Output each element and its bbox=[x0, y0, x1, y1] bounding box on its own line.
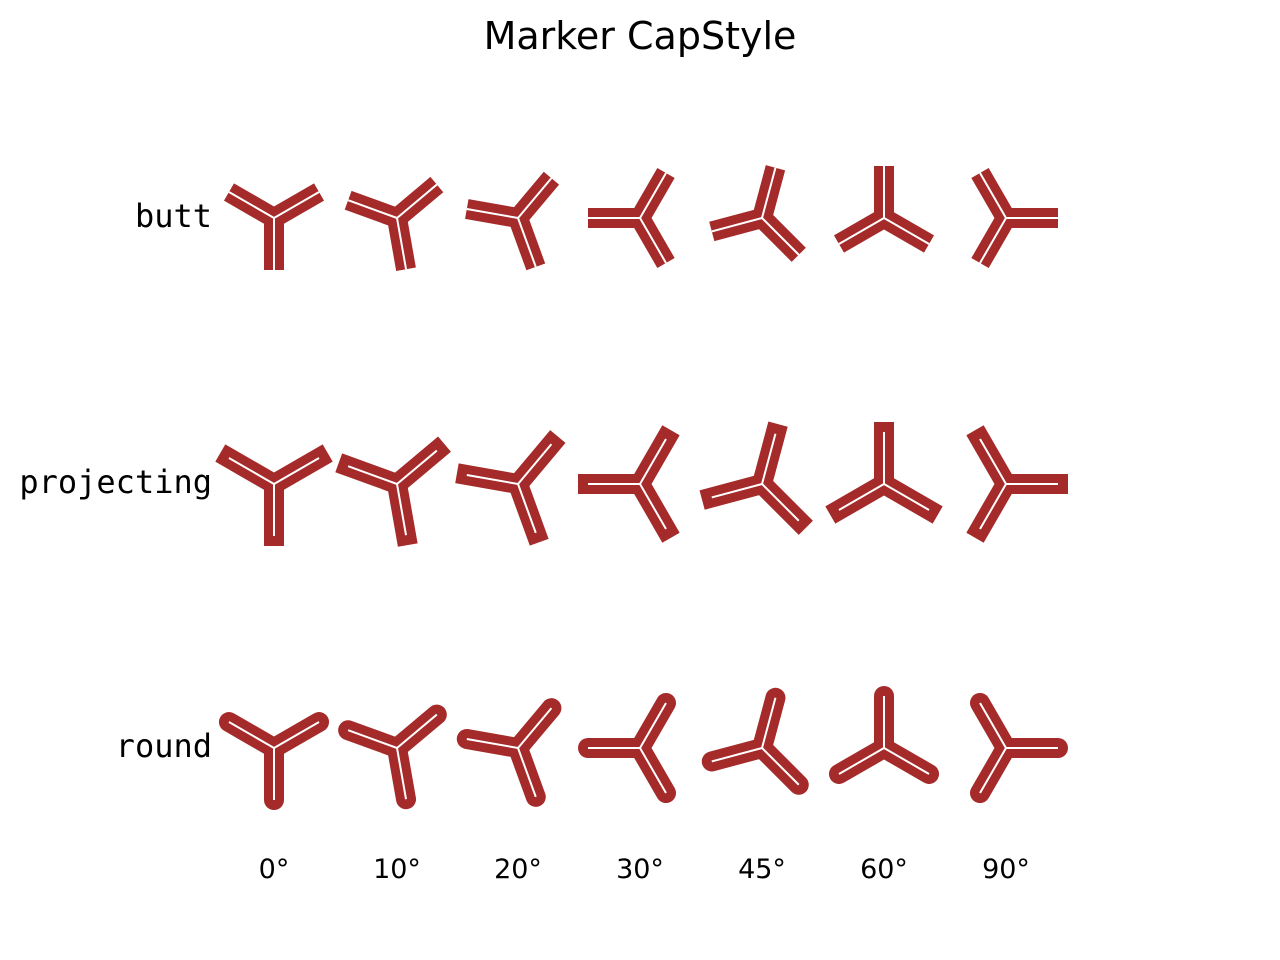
column-label-0: 0° bbox=[258, 854, 290, 885]
tri-down-marker-icon bbox=[588, 167, 675, 269]
tri-down-marker-icon bbox=[699, 421, 813, 535]
tri-down-marker-icon bbox=[825, 422, 943, 524]
tri-down-marker-icon bbox=[465, 171, 560, 271]
column-label-20: 20° bbox=[494, 854, 542, 885]
tri-down-marker-icon bbox=[338, 704, 447, 810]
tri-down-marker-icon bbox=[215, 444, 333, 546]
tri-down-marker-icon bbox=[455, 430, 566, 546]
column-label-10: 10° bbox=[373, 854, 421, 885]
tri-down-marker-icon bbox=[701, 687, 809, 795]
column-label-45: 45° bbox=[738, 854, 786, 885]
tri-down-marker-icon bbox=[344, 176, 444, 271]
tri-down-marker-icon bbox=[218, 712, 330, 810]
row-label-round: round bbox=[115, 727, 212, 765]
tri-down-marker-icon bbox=[966, 425, 1068, 543]
tri-down-marker-icon bbox=[833, 166, 935, 253]
row-label-projecting: projecting bbox=[19, 463, 212, 501]
tri-down-marker-icon bbox=[578, 425, 680, 543]
row-label-butt: butt bbox=[134, 197, 212, 235]
chart-title: Marker CapStyle bbox=[483, 14, 797, 58]
column-label-60: 60° bbox=[860, 854, 908, 885]
tri-down-marker-icon bbox=[971, 167, 1058, 269]
tri-down-marker-icon bbox=[970, 692, 1068, 804]
tri-down-marker-icon bbox=[828, 686, 940, 784]
tri-down-marker-icon bbox=[223, 183, 325, 270]
tri-down-marker-icon bbox=[578, 692, 676, 804]
column-label-90: 90° bbox=[982, 854, 1030, 885]
tri-down-marker-icon bbox=[709, 165, 806, 262]
tri-down-marker-icon bbox=[335, 436, 451, 547]
column-label-30: 30° bbox=[616, 854, 664, 885]
tri-down-marker-icon bbox=[456, 698, 562, 807]
